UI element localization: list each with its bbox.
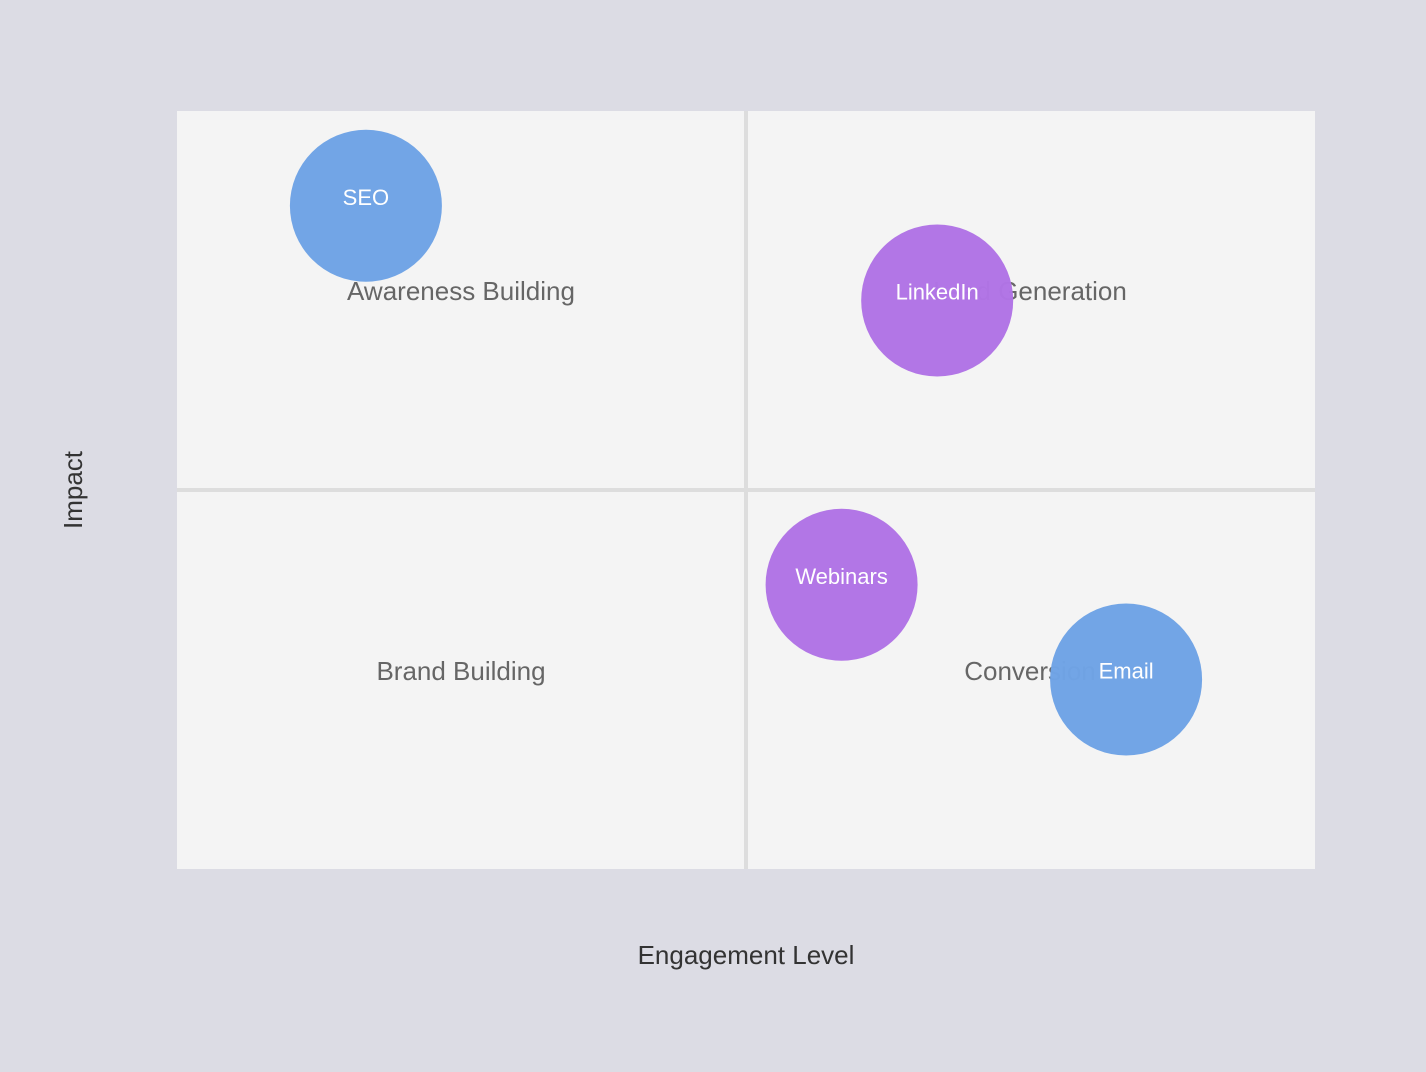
plot-area (177, 111, 1315, 869)
bubble-circle[interactable] (289, 129, 442, 282)
bubble-circle[interactable] (861, 224, 1014, 377)
x-axis-label: Engagement Level (638, 940, 855, 970)
bubble-linkedin[interactable]: LinkedIn (861, 224, 1014, 377)
bubble-webinars[interactable]: Webinars (765, 508, 918, 661)
bubble-label: LinkedIn (896, 280, 979, 305)
quadrant-top-right (746, 111, 1315, 490)
bubble-seo[interactable]: SEO (289, 129, 442, 282)
bubble-email[interactable]: Email (1050, 603, 1203, 756)
y-axis-label: Impact (58, 450, 88, 529)
quadrant-label-awareness-building: Awareness Building (347, 276, 575, 306)
bubble-circle[interactable] (765, 508, 918, 661)
bubble-label: SEO (343, 185, 389, 210)
quadrant-bottom-left (177, 490, 746, 869)
bubble-circle[interactable] (1050, 603, 1203, 756)
bubble-label: Webinars (795, 564, 888, 589)
bubble-label: Email (1099, 659, 1154, 684)
quadrant-label-brand-building: Brand Building (376, 656, 545, 686)
quadrant-top-left (177, 111, 746, 490)
